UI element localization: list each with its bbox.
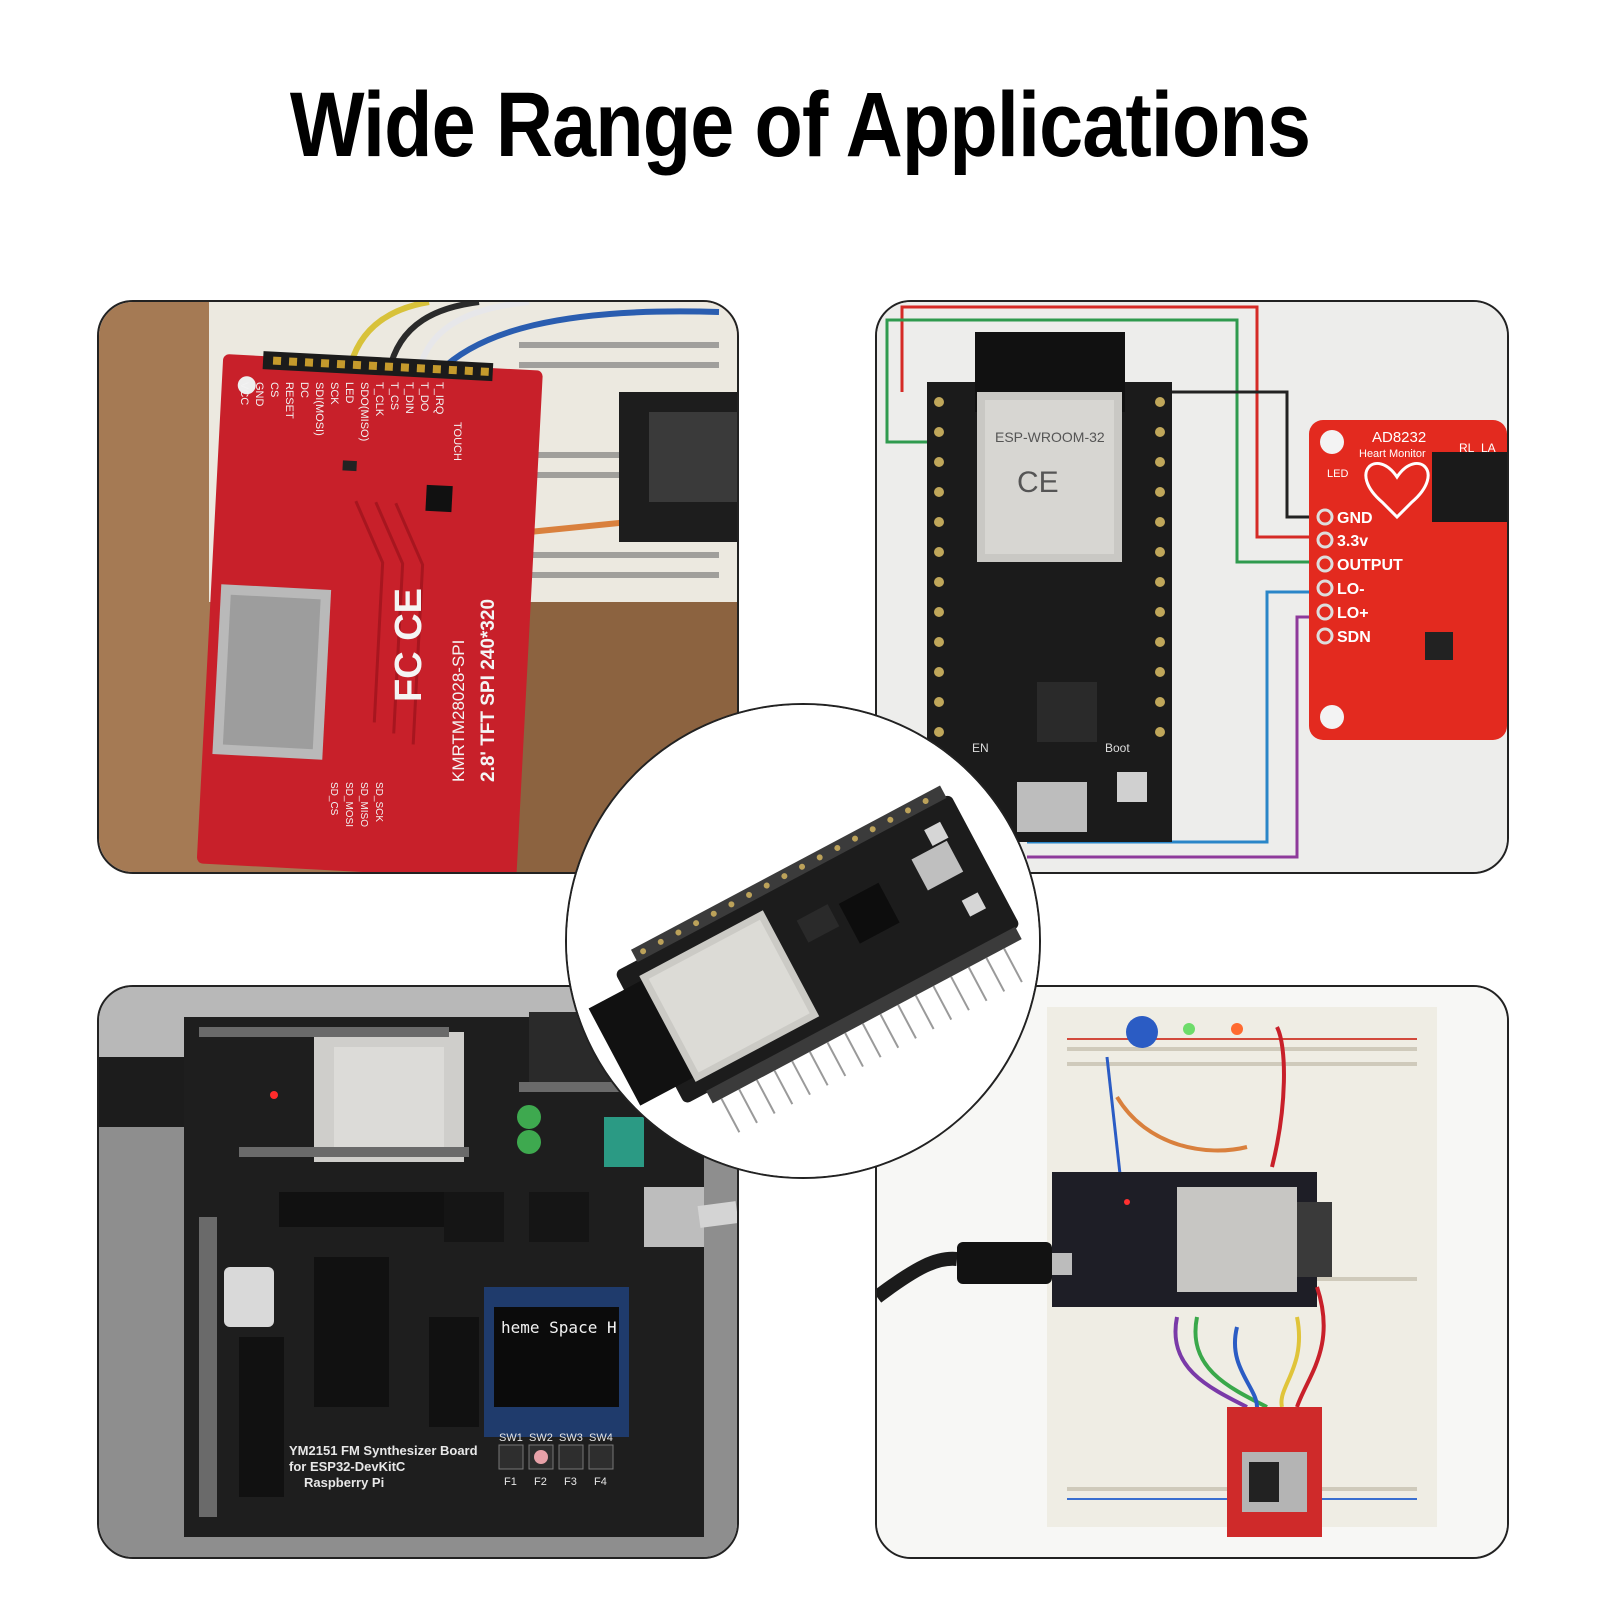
center-esp32-devkit [565, 703, 1041, 1179]
svg-text:LO-: LO- [1337, 581, 1365, 598]
sensor-la-label: LA [1481, 441, 1496, 455]
heart-monitor-photo: ESP-WROOM-32 CE EN Boot AD8232 Heart Mon… [877, 302, 1507, 872]
tft-pin-labels: VCC GND CS RESET DC SDI(MOSI) SCK LED SD… [238, 382, 463, 827]
svg-text:GND: GND [253, 382, 265, 407]
svg-text:T_CLK: T_CLK [373, 382, 385, 417]
svg-text:GND: GND [1337, 510, 1373, 527]
svg-text:SDN: SDN [1337, 629, 1371, 646]
svg-text:CS: CS [268, 382, 280, 397]
en-label: EN [972, 741, 989, 755]
sensor-rl-label: RL [1459, 441, 1475, 455]
svg-text:Raspberry Pi: Raspberry Pi [304, 1475, 384, 1490]
sensor-title: AD8232 [1372, 429, 1426, 446]
synth-board-photo: heme Space H SW1 SW2 SW3 SW4 F1 F2 F3 F4… [99, 987, 737, 1557]
tft-spec-text: 2.8' TFT SPI 240*320 [478, 599, 499, 782]
boot-label: Boot [1105, 741, 1130, 755]
synth-board-label: YM2151 FM Synthesizer Board for ESP32-De… [289, 1443, 478, 1490]
tile-heart-monitor: ESP-WROOM-32 CE EN Boot AD8232 Heart Mon… [875, 300, 1509, 874]
svg-text:SCK: SCK [328, 382, 340, 405]
oled-text: heme Space H [501, 1318, 617, 1337]
svg-text:LO+: LO+ [1337, 605, 1369, 622]
tft-fcc-ce-mark: FC CE [388, 588, 430, 702]
svg-text:3.3v: 3.3v [1337, 533, 1368, 550]
svg-text:DC: DC [298, 382, 310, 398]
svg-text:LED: LED [343, 382, 355, 403]
svg-text:YM2151 FM Synthesizer Board: YM2151 FM Synthesizer Board [289, 1443, 478, 1458]
svg-text:VCC: VCC [238, 382, 250, 405]
svg-text:SD_MISO: SD_MISO [358, 782, 369, 827]
svg-text:SD_MOSI: SD_MOSI [343, 782, 354, 827]
svg-text:SD_SCK: SD_SCK [373, 782, 384, 822]
svg-text:SDI(MOSI): SDI(MOSI) [313, 382, 325, 436]
synth-switches: SW1 SW2 SW3 SW4 F1 F2 F3 F4 [498, 1432, 614, 1488]
svg-text:T_IRQ: T_IRQ [433, 382, 445, 415]
svg-text:SW3: SW3 [559, 1432, 583, 1444]
breadboard-sd-photo [877, 987, 1507, 1557]
tile-breadboard-sd [875, 985, 1509, 1559]
svg-text:OUTPUT: OUTPUT [1337, 557, 1403, 574]
tile-tft-display: VCC GND CS RESET DC SDI(MOSI) SCK LED SD… [97, 300, 739, 874]
svg-text:F3: F3 [564, 1476, 577, 1488]
svg-text:SW2: SW2 [529, 1432, 553, 1444]
sensor-led-label: LED [1327, 468, 1348, 480]
svg-text:SW1: SW1 [499, 1432, 523, 1444]
svg-text:T_DIN: T_DIN [403, 382, 415, 414]
svg-text:T_DO: T_DO [418, 382, 430, 412]
svg-text:SD_CS: SD_CS [328, 782, 339, 816]
svg-text:T_CS: T_CS [388, 382, 400, 410]
svg-text:for ESP32-DevKitC: for ESP32-DevKitC [289, 1459, 406, 1474]
svg-text:F4: F4 [594, 1476, 607, 1488]
svg-text:RESET: RESET [283, 382, 295, 419]
page-title: Wide Range of Applications [289, 74, 1311, 176]
sensor-subtitle: Heart Monitor [1359, 448, 1426, 460]
svg-text:F2: F2 [534, 1476, 547, 1488]
sensor-pin-labels: GND 3.3v OUTPUT LO- LO+ SDN [1316, 508, 1403, 646]
tile-synth-board: heme Space H SW1 SW2 SW3 SW4 F1 F2 F3 F4… [97, 985, 739, 1559]
ce-mark: CE [1017, 466, 1059, 499]
tft-model-text: KMRTM28028-SPI [449, 640, 468, 782]
esp-module-text: ESP-WROOM-32 [995, 429, 1105, 445]
esp32-devkit-photo [567, 705, 1039, 1177]
svg-text:SW4: SW4 [589, 1432, 613, 1444]
svg-text:TOUCH: TOUCH [451, 422, 463, 461]
svg-text:F1: F1 [504, 1476, 517, 1488]
svg-text:SDO(MISO): SDO(MISO) [358, 382, 370, 441]
